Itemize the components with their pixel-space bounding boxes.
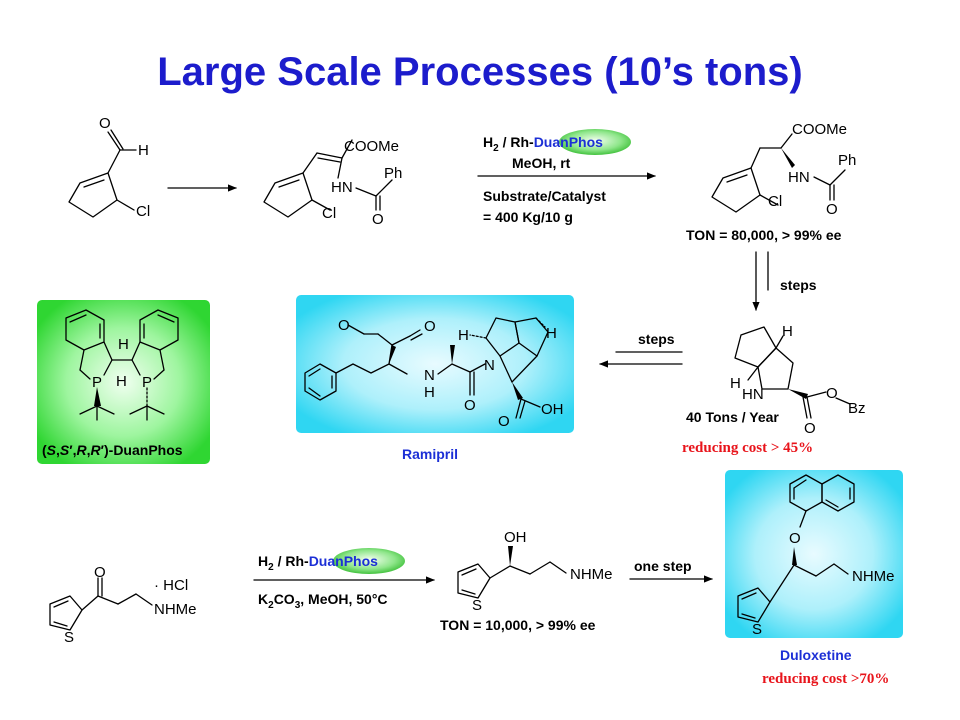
steps-left: steps bbox=[599, 331, 683, 368]
chlorine-atom: Cl bbox=[322, 205, 336, 222]
thienyl-ketone: O S · HCl NHMe bbox=[49, 564, 197, 646]
ether-oxygen: O bbox=[789, 530, 801, 547]
h2-subscript: 2 bbox=[493, 143, 499, 154]
ramipril-name: Ramipril bbox=[402, 446, 458, 462]
sulfur-atom: S bbox=[752, 621, 762, 638]
chlorine-atom: Cl bbox=[136, 203, 150, 220]
phosphorus-atom: P bbox=[92, 374, 102, 391]
ring-nitrogen: N bbox=[484, 357, 495, 374]
hydrogen-atom: H bbox=[116, 373, 127, 390]
nh-group: HN bbox=[788, 169, 810, 186]
rh-label: / Rh- bbox=[499, 134, 534, 150]
phenyl-group: Ph bbox=[838, 152, 856, 169]
solvent-label: MeOH, rt bbox=[512, 155, 571, 171]
bridgehead-h: H bbox=[730, 375, 741, 392]
start-aldehyde: O H Cl bbox=[68, 115, 150, 220]
bridgehead-h: H bbox=[546, 325, 557, 342]
nhme-group: NHMe bbox=[852, 568, 895, 585]
h2-subscript: 2 bbox=[268, 562, 274, 573]
carbonyl-oxygen: O bbox=[424, 318, 436, 335]
rh-label: / Rh- bbox=[274, 553, 309, 569]
nh-group: HN bbox=[331, 179, 353, 196]
hydroxyl: OH bbox=[541, 401, 564, 418]
steps-down: steps bbox=[752, 251, 817, 311]
oxygen-atom: O bbox=[94, 564, 106, 581]
hydroxyl: OH bbox=[504, 529, 527, 546]
enamide-substrate: COOMe Ph HN Cl O bbox=[263, 138, 402, 228]
nh-group: HN bbox=[742, 386, 764, 403]
ester-oxygen: O bbox=[338, 317, 350, 334]
ton-label-2: TON = 10,000, > 99% ee bbox=[440, 617, 596, 633]
ratio-value: = 400 Kg/10 g bbox=[483, 209, 573, 225]
ratio-label: Substrate/Catalyst bbox=[483, 188, 606, 204]
duloxetine-structure: O S NHMe bbox=[725, 470, 903, 638]
ligand-name: (S,S′,R,R′)-DuanPhos bbox=[42, 442, 183, 458]
nhme-group: NHMe bbox=[570, 566, 613, 583]
chlorine-atom: Cl bbox=[768, 193, 782, 210]
ramipril-box bbox=[296, 295, 574, 433]
page-title: Large Scale Processes (10’s tons) bbox=[157, 50, 803, 94]
svg-text:H2 / Rh-DuanPhos: H2 / Rh-DuanPhos bbox=[483, 134, 603, 154]
carbonyl-oxygen: O bbox=[804, 420, 816, 437]
tonnage-label: 40 Tons / Year bbox=[686, 409, 779, 425]
ton-label-1: TON = 80,000, > 99% ee bbox=[686, 227, 842, 243]
oxygen-atom: O bbox=[826, 385, 838, 402]
amine-n: N bbox=[424, 367, 435, 384]
duanphos-ligand: P P H H (S,S′,R,R′)-DuanPhos bbox=[37, 300, 210, 464]
catalyst-highlight bbox=[333, 548, 405, 574]
ramipril-structure: O O N H O N H H O OH bbox=[296, 295, 574, 433]
conditions-2: H2 / Rh-DuanPhos K2CO3, MeOH, 50°C bbox=[253, 548, 435, 611]
hydrogen-atom: H bbox=[138, 142, 149, 159]
duloxetine-box bbox=[725, 470, 903, 638]
phenyl-group: Ph bbox=[384, 165, 402, 182]
duloxetine-name: Duloxetine bbox=[780, 647, 852, 663]
ligand-box bbox=[37, 300, 210, 464]
ester-group: COOMe bbox=[344, 138, 399, 155]
oxygen-atom: O bbox=[372, 211, 384, 228]
bicyclic-intermediate: H H HN O Bz O bbox=[730, 323, 866, 437]
wedge-bond bbox=[781, 148, 795, 168]
nhme-group: NHMe bbox=[154, 601, 197, 618]
thienyl-alcohol: OH S NHMe bbox=[457, 529, 613, 614]
ester-group: COOMe bbox=[792, 121, 847, 138]
conditions-1: H2 / Rh-DuanPhos MeOH, rt Substrate/Cata… bbox=[477, 129, 656, 225]
cost-reduction-2: reducing cost >70% bbox=[762, 671, 889, 687]
steps-label: steps bbox=[780, 277, 817, 293]
hcl-salt: · HCl bbox=[154, 577, 188, 594]
svg-text:H2 / Rh-DuanPhos: H2 / Rh-DuanPhos bbox=[258, 553, 378, 573]
one-step-label: one step bbox=[634, 558, 692, 574]
oxygen-atom: O bbox=[99, 115, 111, 132]
bridgehead-h: H bbox=[782, 323, 793, 340]
bridgehead-h: H bbox=[458, 327, 469, 344]
hydrogen-atom: H bbox=[118, 336, 129, 353]
catalyst-highlight bbox=[559, 129, 631, 155]
oxygen-atom: O bbox=[826, 201, 838, 218]
hydrogenation-product: COOMe Ph HN Cl O bbox=[711, 121, 856, 218]
acid-oxygen: O bbox=[498, 413, 510, 430]
base-label: K2CO3, MeOH, 50°C bbox=[258, 591, 388, 611]
steps-label: steps bbox=[638, 331, 675, 347]
benzyl-group: Bz bbox=[848, 400, 866, 417]
h2-label: H bbox=[483, 134, 493, 150]
h2-label: H bbox=[258, 553, 268, 569]
amine-h: H bbox=[424, 384, 435, 401]
amide-oxygen: O bbox=[464, 397, 476, 414]
catalyst-name: DuanPhos bbox=[534, 134, 603, 150]
phosphorus-atom: P bbox=[142, 374, 152, 391]
sulfur-atom: S bbox=[64, 629, 74, 646]
sulfur-atom: S bbox=[472, 597, 482, 614]
cost-reduction-1: reducing cost > 45% bbox=[682, 440, 813, 456]
catalyst-name: DuanPhos bbox=[309, 553, 378, 569]
